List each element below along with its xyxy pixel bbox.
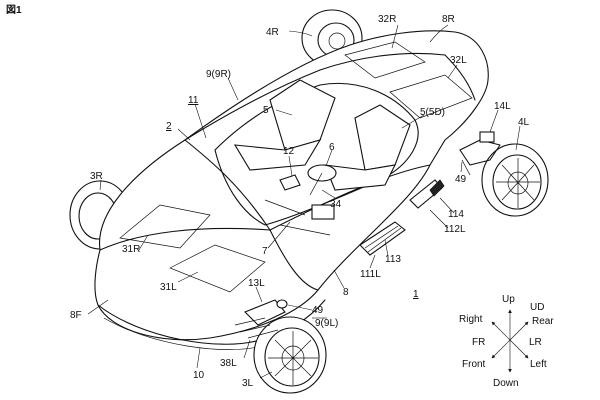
front-suspension xyxy=(234,299,288,339)
label-49-top: 49 xyxy=(455,174,467,185)
label-4R: 4R xyxy=(266,27,279,38)
label-9-9R: 9(9R) xyxy=(206,69,231,80)
label-38L: 38L xyxy=(220,358,237,369)
compass-lr: LR xyxy=(529,337,542,348)
label-32L: 32L xyxy=(450,55,467,66)
compass-front: Front xyxy=(462,359,486,370)
compass-left: Left xyxy=(530,359,547,370)
rear-left-wheel xyxy=(481,143,549,217)
label-112L: 112L xyxy=(444,224,466,235)
arrow-right xyxy=(491,321,511,341)
label-13L: 13L xyxy=(248,278,265,289)
label-8R: 8R xyxy=(442,14,455,25)
compass-fr: FR xyxy=(472,337,485,348)
label-5-5D: 5(5D) xyxy=(420,107,445,118)
label-113: 113 xyxy=(385,254,401,265)
label-10: 10 xyxy=(193,370,205,381)
side-panel-111L xyxy=(359,221,406,256)
arrow-left xyxy=(509,339,529,359)
reference-labels: 4R 32R 8R 9(9R) 32L 11 5 5(5D) 14L 4L 2 … xyxy=(70,14,530,389)
label-11: 11 xyxy=(188,95,199,106)
label-31L: 31L xyxy=(160,282,177,293)
compass-up: Up xyxy=(502,294,515,305)
label-8: 8 xyxy=(343,287,349,298)
label-3R: 3R xyxy=(90,171,103,182)
arrow-rear xyxy=(509,321,529,341)
leader-lines xyxy=(87,24,521,379)
compass-ud: UD xyxy=(530,302,544,313)
compass-right: Right xyxy=(459,314,483,325)
direction-compass: Up UD Right Rear FR LR Front Left Down xyxy=(459,294,554,389)
compass-rear: Rear xyxy=(532,316,554,327)
label-3L: 3L xyxy=(242,378,254,389)
label-9-9L: 9(9L) xyxy=(315,318,338,329)
front-left-wheel xyxy=(253,316,327,394)
vehicle-body xyxy=(94,30,489,350)
label-14L: 14L xyxy=(494,101,511,112)
label-8F: 8F xyxy=(70,310,82,321)
label-2: 2 xyxy=(166,121,172,132)
label-1: 1 xyxy=(413,289,419,300)
seat-left xyxy=(233,79,336,171)
label-6: 6 xyxy=(329,142,335,153)
label-7: 7 xyxy=(262,246,268,257)
rear-suspension xyxy=(459,131,501,176)
pedal-box xyxy=(311,204,335,220)
seat-right xyxy=(324,104,411,191)
label-111L: 111L xyxy=(360,269,381,280)
compass-down: Down xyxy=(493,378,519,389)
label-114: 114 xyxy=(448,209,464,220)
label-5: 5 xyxy=(263,105,269,116)
label-4L: 4L xyxy=(518,117,530,128)
label-32R: 32R xyxy=(378,14,396,25)
figure-title: 図1 xyxy=(6,4,22,16)
arrow-front xyxy=(491,339,511,359)
label-12: 12 xyxy=(283,146,295,157)
control-lever xyxy=(279,174,301,191)
label-31R: 31R xyxy=(122,244,140,255)
label-34: 34 xyxy=(330,199,342,210)
label-49-bottom: 49 xyxy=(312,305,324,316)
